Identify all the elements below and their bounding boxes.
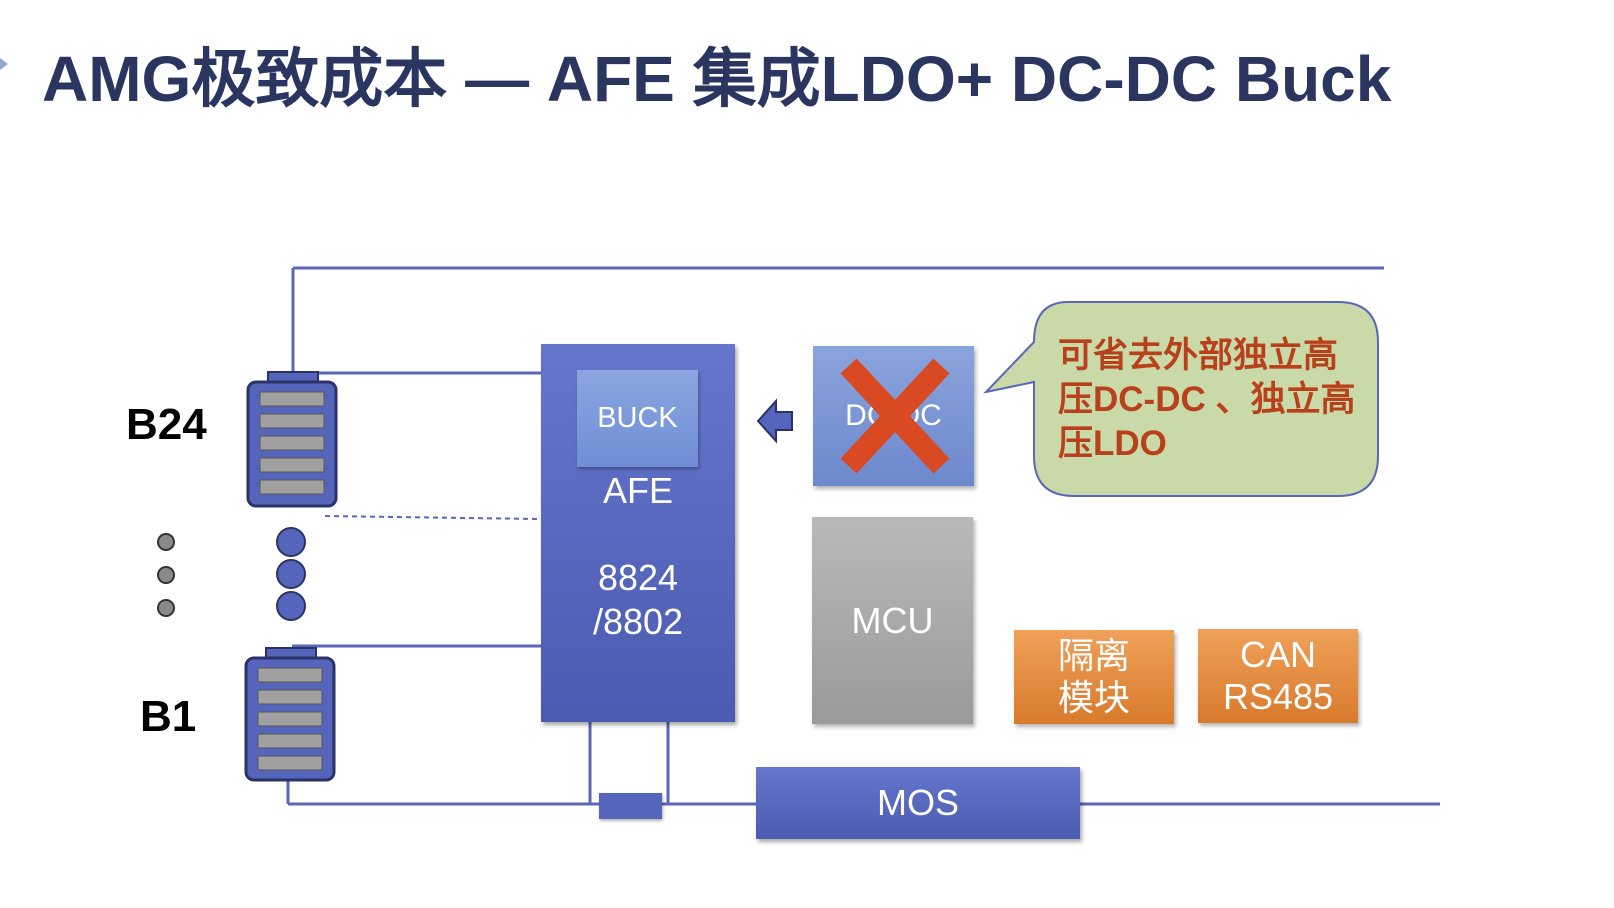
battery-b24-label: B24 — [126, 400, 207, 449]
small-ellipsis-dots-icon — [157, 533, 175, 617]
isolation-module-block: 隔离 模块 — [1014, 630, 1174, 724]
cell-ellipsis-dots-icon — [276, 527, 306, 621]
callout-text: 可省去外部独立高压DC-DC 、独立高压LDO — [1058, 336, 1356, 463]
buck-block: BUCK — [577, 370, 698, 467]
mcu-block: MCU — [812, 517, 973, 724]
buck-label: BUCK — [597, 402, 678, 434]
mos-label: MOS — [876, 782, 959, 823]
can-rs485-block: CAN RS485 — [1198, 629, 1358, 723]
isolation-module-label: 隔离 模块 — [1057, 635, 1130, 718]
left-arrow-icon — [756, 398, 793, 444]
dcdc-block: DC-DC — [813, 346, 974, 486]
page-title: AMG极致成本 — AFE 集成LDO+ DC-DC Buck — [42, 43, 1392, 115]
battery-b1-icon — [244, 647, 336, 782]
mos-block: MOS — [756, 767, 1080, 839]
dcdc-label: DC-DC — [845, 399, 942, 432]
title-marker-icon — [0, 58, 8, 70]
battery-b1-label: B1 — [140, 692, 197, 741]
callout-bubble — [983, 301, 1379, 497]
shunt-block — [599, 793, 662, 819]
can-rs485-label: CAN RS485 — [1222, 634, 1334, 717]
battery-b24-icon — [246, 371, 338, 508]
mid-dashed-wire — [324, 515, 542, 520]
afe-label: AFE — [602, 470, 673, 511]
mcu-label: MCU — [851, 599, 934, 641]
afe-model-label: 8824 /8802 — [592, 557, 684, 642]
